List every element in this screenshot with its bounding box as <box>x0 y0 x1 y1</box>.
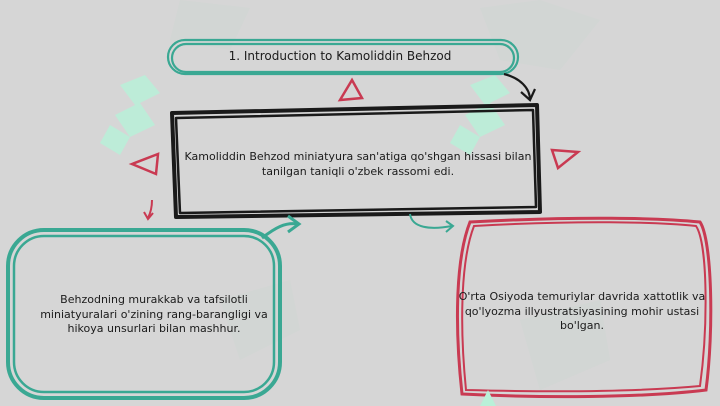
curved-arrow-icon <box>503 72 537 102</box>
curved-arrow-icon <box>143 199 154 221</box>
watermark <box>100 0 610 390</box>
title-node-shape <box>166 38 520 76</box>
triangle-marker-icon <box>337 77 365 102</box>
watermark-shape <box>170 0 250 50</box>
curved-arrow-icon <box>409 213 455 233</box>
watermark-shape <box>480 0 600 70</box>
left-node-text: Behzodning murakkab va tafsilotli miniat… <box>40 293 268 336</box>
watermark-logo-icon <box>450 75 510 155</box>
right-node-text: O'rta Osiyoda temuriylar davrida xattotl… <box>458 290 706 333</box>
curved-arrow-icon <box>261 214 302 240</box>
main-node-text: Kamoliddin Behzod miniatyura san'atiga q… <box>184 150 532 178</box>
triangle-marker-icon <box>128 152 160 176</box>
left-node-shape <box>6 228 282 400</box>
watermark-shape <box>520 300 610 390</box>
main-node-shape <box>170 103 542 219</box>
triangle-marker-icon <box>550 148 582 171</box>
triangle-marker-icon <box>480 390 496 406</box>
watermark-logo-icon <box>100 75 160 155</box>
right-node-shape <box>455 216 713 399</box>
title-node-text: 1. Introduction to Kamoliddin Behzod <box>228 49 452 64</box>
